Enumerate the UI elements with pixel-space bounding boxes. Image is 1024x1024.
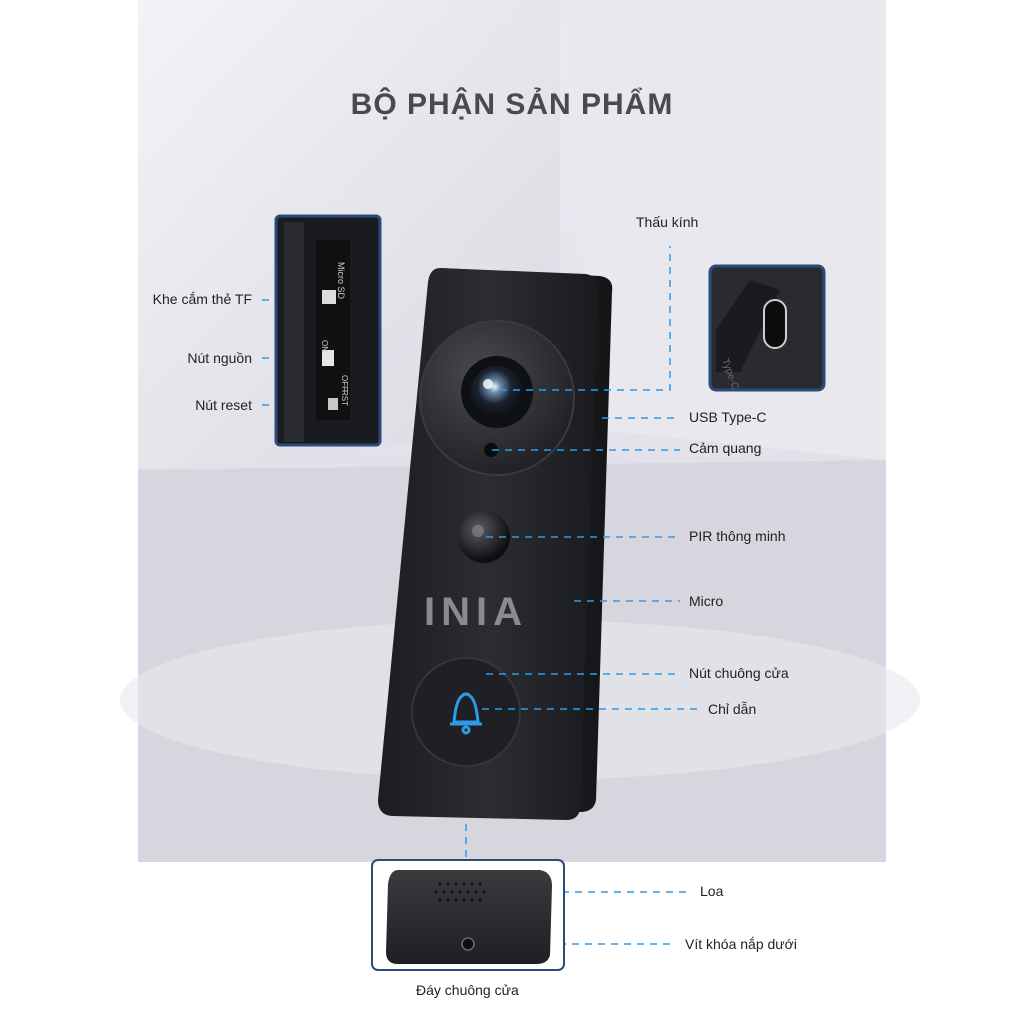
reset-button (328, 398, 338, 410)
label-doorbell-button: Nút chuông cửa (689, 665, 789, 681)
off-text: OFF (340, 375, 349, 391)
on-text: ON (320, 340, 329, 352)
speaker-grille-icon (434, 882, 486, 902)
label-indicator: Chỉ dẫn (708, 701, 757, 717)
power-switch (322, 350, 334, 366)
rst-text: RST (340, 390, 349, 406)
usb-type-c-inset: Type-C (708, 264, 826, 392)
pir-sensor (458, 511, 510, 563)
label-light-sensor: Cảm quang (689, 440, 762, 456)
label-speaker: Loa (700, 883, 724, 899)
label-power-button: Nút nguồn (187, 350, 252, 366)
label-bottom-screw: Vít khóa nắp dưới (685, 936, 797, 952)
doorbell-bottom-inset (371, 859, 565, 971)
tf-card (322, 290, 336, 304)
usb-c-port-icon (763, 299, 787, 349)
camera-lens (471, 366, 523, 418)
label-lens: Thấu kính (636, 214, 699, 230)
label-pir-sensor: PIR thông minh (689, 528, 786, 544)
tf-slot-inset: Micro SD ON OFF RST (274, 214, 382, 447)
lens-assembly (419, 320, 575, 476)
label-tf-slot: Khe cắm thẻ TF (152, 291, 252, 307)
label-doorbell-bottom: Đáy chuông cửa (416, 982, 519, 998)
screw-icon (461, 937, 475, 951)
brand-logo: INIA (424, 590, 528, 634)
page-title: BỘ PHẬN SẢN PHẨM (350, 88, 674, 121)
label-reset-button: Nút reset (195, 397, 252, 413)
label-usb-type-c: USB Type-C (689, 409, 767, 425)
micro-sd-text: Micro SD (336, 262, 346, 300)
light-sensor (484, 443, 498, 457)
bell-icon (450, 692, 482, 735)
label-micro: Micro (689, 593, 724, 609)
doorbell-button[interactable] (411, 657, 521, 767)
